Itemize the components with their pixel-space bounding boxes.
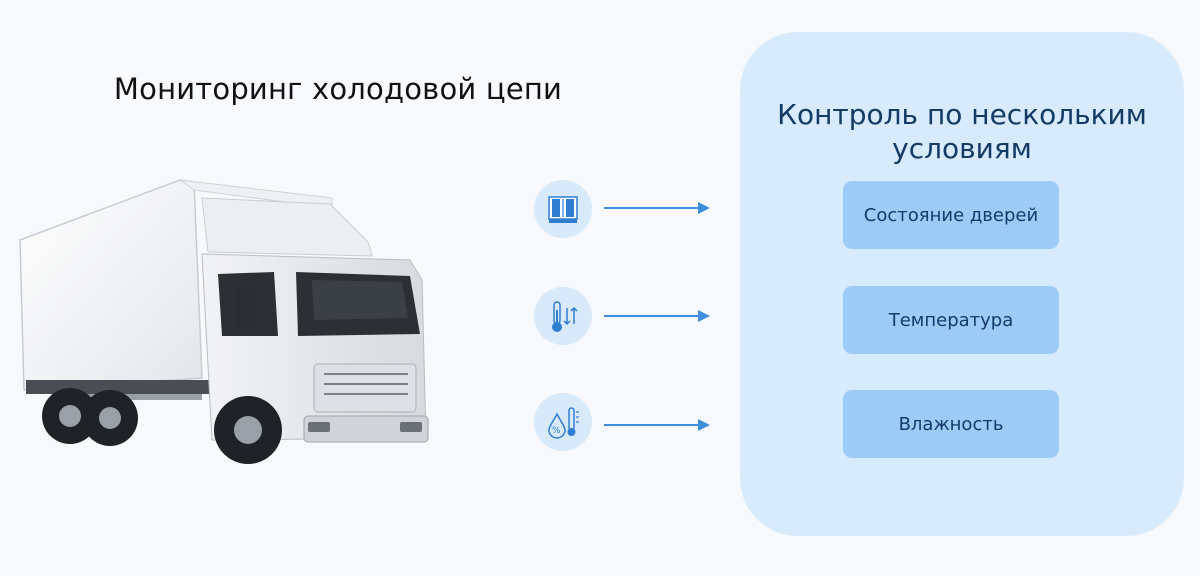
conditions-panel: Контроль по нескольким условиям Состояни… <box>740 32 1184 536</box>
refrigerated-truck-image <box>19 179 429 464</box>
condition-humidity: Влажность <box>843 390 1059 458</box>
arrow-right-icon <box>604 419 710 431</box>
svg-text:%: % <box>552 426 561 436</box>
door-icon <box>534 180 592 238</box>
condition-temperature: Температура <box>843 286 1059 354</box>
thermometer-icon <box>534 287 592 345</box>
panel-title-line1: Контроль по нескольким <box>777 98 1147 131</box>
arrow-right-icon <box>604 310 710 322</box>
condition-door-state: Состояние дверей <box>843 181 1059 249</box>
panel-title: Контроль по нескольким условиям <box>740 98 1184 166</box>
page-title: Мониторинг холодовой цепи <box>113 72 563 106</box>
arrow-right-icon <box>604 202 710 214</box>
humidity-icon: % <box>534 393 592 451</box>
panel-title-line2: условиям <box>892 132 1032 165</box>
